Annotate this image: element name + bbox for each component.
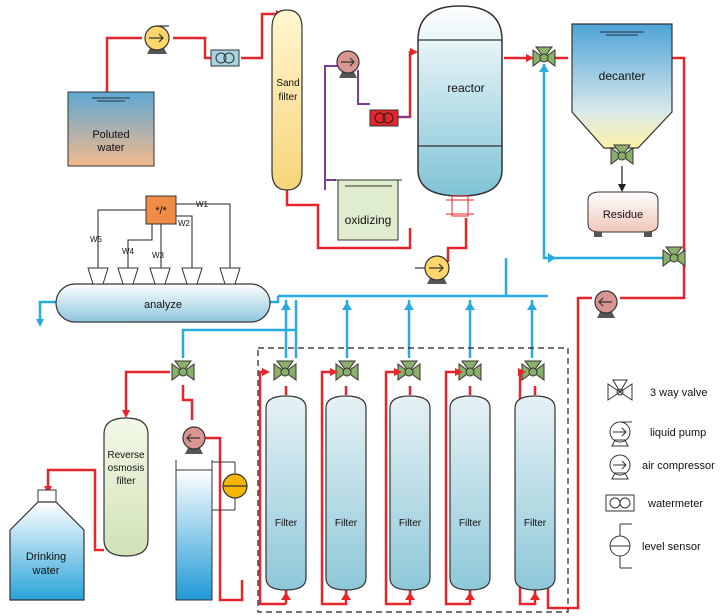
- ro-label-1: Reverse: [107, 450, 145, 461]
- analyzer-symbol: */*: [155, 205, 167, 217]
- analyze-tank: analyze: [55, 267, 271, 323]
- filter-4: Filter: [449, 395, 491, 591]
- w4-label: W4: [122, 247, 135, 256]
- residue-label: Residue: [603, 209, 643, 221]
- filter-valve-2[interactable]: [335, 360, 359, 381]
- polluted-water-tank: Poluted water: [67, 91, 155, 167]
- filter-3-label: Filter: [399, 518, 422, 529]
- ro-label-3: filter: [117, 476, 137, 487]
- w5-label: W5: [90, 235, 103, 244]
- filter-1-label: Filter: [275, 518, 298, 529]
- filter-2: Filter: [325, 395, 367, 591]
- legend-pump-icon: [609, 421, 632, 447]
- red-arrowheads: [262, 368, 540, 600]
- blue-pipes: [36, 64, 670, 358]
- legend-level-sensor-icon: [609, 523, 632, 569]
- sand-filter-label-1: Sand: [276, 78, 299, 89]
- filter-valve-3[interactable]: [397, 360, 421, 381]
- three-way-valve-icon[interactable]: [532, 46, 556, 67]
- filter-1: Filter: [265, 395, 307, 591]
- decanter: decanter: [571, 23, 673, 192]
- return-pump-icon: [594, 290, 618, 318]
- drinking-water-label-1: Drinking: [26, 551, 66, 563]
- sand-filter-label-2: filter: [279, 92, 299, 103]
- filter-5: Filter: [514, 395, 556, 591]
- legend: 3 way valve liquid pump air compressor w…: [605, 379, 715, 569]
- filter-valve-5[interactable]: [521, 360, 545, 381]
- watermeter-icon: [210, 49, 240, 67]
- reactor-pump-icon: [415, 255, 450, 284]
- filter-valve-1[interactable]: [273, 360, 297, 381]
- w2-label: W2: [178, 219, 191, 228]
- ro-valve[interactable]: [171, 360, 195, 381]
- sand-filter: Sand filter: [271, 9, 303, 191]
- purple-pipes: [324, 65, 410, 190]
- liquid-pump-icon: [144, 25, 170, 54]
- storage-tank: [175, 460, 213, 601]
- legend-watermeter-icon: [605, 494, 635, 512]
- legend-compressor-icon: [609, 454, 631, 480]
- legend-compressor-label: air compressor: [642, 460, 715, 472]
- air-compressor-icon: [336, 50, 360, 78]
- legend-valve-icon: [607, 379, 633, 401]
- filter-bank-frame: [257, 347, 569, 613]
- decanter-label: decanter: [599, 69, 646, 83]
- filter-4-label: Filter: [459, 518, 482, 529]
- level-sensor-icon: [212, 461, 248, 511]
- legend-valve-label: 3 way valve: [650, 387, 707, 399]
- oxidizing-label: oxidizing: [345, 213, 392, 227]
- decanter-outlet-valve-icon[interactable]: [662, 246, 686, 267]
- legend-pump-label: liquid pump: [650, 427, 706, 439]
- analyze-label: analyze: [144, 299, 182, 311]
- w3-label: W3: [152, 251, 165, 260]
- drinking-water-label-2: water: [32, 565, 60, 577]
- filter-3: Filter: [389, 395, 431, 591]
- ro-feed-pump-icon: [182, 426, 206, 454]
- oxidizing-tank: oxidizing: [334, 179, 402, 241]
- filter-5-label: Filter: [524, 518, 547, 529]
- analyzer-unit: */* W1 W2 W3 W4 W5: [90, 195, 231, 268]
- residue-tank: Residue: [587, 191, 659, 237]
- reactor: reactor: [417, 5, 503, 217]
- legend-watermeter-label: watermeter: [647, 498, 703, 510]
- w1-label: W1: [196, 200, 209, 209]
- red-watermeter-icon: [369, 109, 399, 127]
- polluted-water-label-1: Poluted: [92, 129, 129, 141]
- blue-arrowheads: [281, 64, 556, 310]
- filter-columns: Filter Filter Filter Filter Filter: [265, 395, 556, 591]
- polluted-water-label-2: water: [97, 142, 125, 154]
- reverse-osmosis-filter: Reverse osmosis filter: [103, 417, 149, 557]
- legend-level-sensor-label: level sensor: [642, 541, 701, 553]
- filter-2-label: Filter: [335, 518, 358, 529]
- ro-label-2: osmosis: [108, 463, 145, 474]
- drinking-water-tank: Drinking water: [9, 489, 85, 601]
- filter-valve-4[interactable]: [458, 360, 482, 381]
- reactor-label: reactor: [447, 81, 484, 95]
